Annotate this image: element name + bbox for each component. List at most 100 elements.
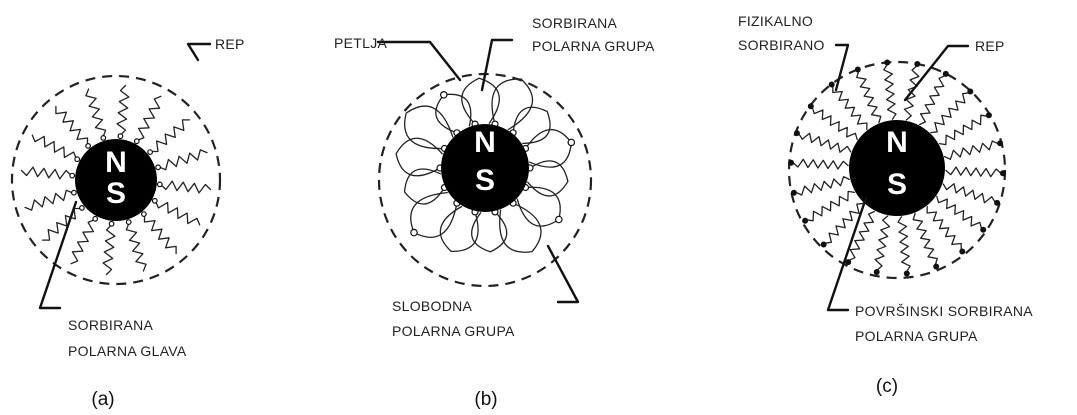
panel-a-polar-head [117,133,124,140]
panel-c-polar-group [884,59,891,66]
panel-b-loop [461,77,500,125]
panel-b-loop [527,160,569,197]
panel-c-south-label: S [887,168,907,201]
panel-c-polar-group [903,270,910,277]
panel-c-tail [824,202,864,244]
panel-a-tail [116,84,130,136]
panel-c-surface-leader [826,196,868,312]
panel-a-core [75,139,157,221]
panel-a-tail-leader [186,42,212,62]
panel-a-polar-head [140,211,147,218]
panel-b-free-group [567,138,576,147]
panel-b-loop [395,137,443,177]
panel-c-polar-group [997,140,1004,147]
panel-c-surface-label-line1: POVRŠINSKI SORBIRANA [855,303,1033,319]
panel-a-tail [125,222,147,272]
panel-c-north-label: N [886,126,908,159]
panel-c-surface-label-line2: POLARNA GRUPA [855,328,978,344]
panel-c-tail [945,166,1002,178]
panel-b-free-leader [546,244,580,304]
panel-a-polar-head [85,142,91,149]
panel-a-polar-head [133,138,140,145]
panel-a-tails [20,84,212,276]
panel-a-head-label-line1: SORBIRANA [68,317,154,333]
panel-b-loop-leader [376,40,462,82]
panel-c-core [849,120,945,216]
panel-a-tail [85,88,107,138]
panel-c-polar-group [828,81,835,88]
panel-a-tail [154,200,201,226]
panel-a-south-label: S [106,177,126,210]
panel-c-tail [930,92,970,134]
panel-c-polar-group [980,226,987,233]
panel-c-polar-group [820,241,827,248]
panel-c-tails [788,59,1006,277]
panel-c-polar-group [959,248,966,255]
panel-c-polar-group [802,217,809,224]
panel-c-tail [811,106,858,141]
panel-a-polar-head [69,172,76,179]
panel-a-polar-head [78,204,85,211]
panel-a-tail [160,180,212,194]
panel-b-south-label: S [475,164,495,197]
panel-c-tail [795,176,851,196]
panel-c-tail [897,216,911,273]
panel-c-tail [832,85,868,131]
panel-c-tail [856,70,882,124]
panel-b-free-label-line1: SLOBODNA [392,298,473,314]
panel-a-head-leader [38,200,78,310]
panel-c-tail [798,132,852,153]
panel-c-tail [936,195,983,230]
panel-c-polar-group [793,130,800,137]
panel-c-tail [943,140,999,160]
panel-a-tail [55,105,89,146]
panel-c-tail [938,114,988,146]
panel-b-loop [512,106,551,145]
panel-c-tail-leader [903,44,970,102]
panel-c-tail [848,210,876,261]
panel-a-tail [24,189,74,211]
panel-a-outer-boundary [10,74,222,286]
panel-a-polar-head [92,215,99,222]
panel-a-tail [143,214,177,255]
panel-b-loop-label: PETLJA [334,35,388,51]
panel-a-tail [41,207,82,241]
panel-a-tail [158,149,208,171]
panel-a-tail [70,218,96,265]
panel-c-polar-group [994,199,1001,206]
panel-c-polar-group [790,189,797,196]
panel-b-sorbed-label-line1: SORBIRANA [532,15,618,31]
panel-a-polar-head [151,197,158,204]
panel-c-physical-label-line2: SORBIRANO [738,37,825,53]
panel-c-polar-group [967,88,974,95]
panel-a-head-label-line2: POLARNA GLAVA [68,343,187,359]
panel-c-tail [806,190,856,222]
panel-a-polar-head [70,189,77,196]
panel-b-free-group [439,91,448,99]
panel-c-polar-group [933,263,940,270]
panel-a-tail [150,119,191,153]
panel-c-polar-group [914,61,921,67]
panel-a-polar-head [108,220,115,227]
panel-c-tail [918,75,946,126]
panel-a-north-label: N [105,146,127,179]
panel-c-polar-group [854,66,861,73]
panel-b-sorbed-leader [480,38,514,92]
panel-b-north-label: N [474,126,496,159]
panel-c-caption: (c) [876,376,898,397]
panel-a-tail-label: REP [215,36,245,52]
panel-b-free-label-line2: POLARNA GRUPA [392,323,515,339]
panel-a-tail [102,224,116,276]
panel-c-polar-group [942,70,949,77]
panel-c-outer-boundary [787,60,1007,280]
panel-c-tail-label: REP [975,38,1005,54]
panel-a-polar-head [74,156,81,163]
panel-b-loop [404,105,454,150]
panel-c-physical-leader [834,43,850,92]
panel-c: N S FIZIKALNO SORBIRANO REP POVRŠINSKI S… [738,13,1033,397]
panel-c-tail [926,205,962,251]
panel-a-polar-head [147,149,154,156]
panel-c-tail [883,63,897,120]
panel-b-free-group [554,215,563,224]
